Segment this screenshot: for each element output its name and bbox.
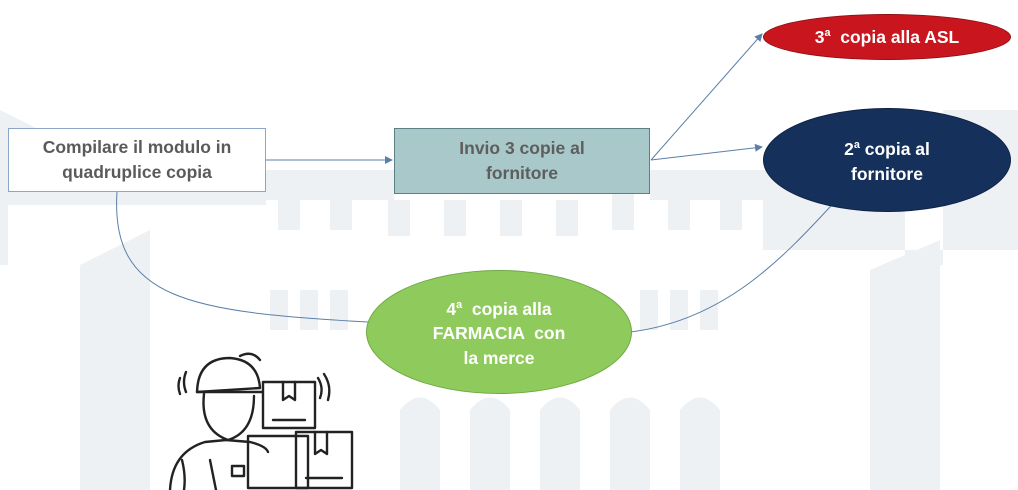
fornitore-number: 2 <box>844 138 854 159</box>
fornitore-sup: a <box>853 139 860 152</box>
compile-line2: quadruplice copia <box>62 162 212 182</box>
compile-line1: Compilare il modulo in <box>42 137 232 157</box>
arrow-invio-to-asl <box>650 33 763 161</box>
farmacia-line2: FARMACIA con <box>432 323 566 344</box>
farmacia-sup: a <box>456 298 463 311</box>
fornitore-line1: copia al <box>859 138 930 159</box>
curve-compile-to-farmacia <box>116 191 369 323</box>
invio-line1: Invio 3 copie al <box>459 138 585 158</box>
farmacia-line1: copia alla <box>462 298 552 319</box>
farmacia-number: 4 <box>446 298 457 319</box>
asl-copy-ellipse: 3a copia alla ASL <box>763 14 1011 60</box>
asl-text: copia alla ASL <box>830 26 960 47</box>
compile-form-box: Compilare il modulo in quadruplice copia <box>8 128 266 192</box>
arrow-invio-to-fornitore <box>650 143 763 161</box>
send-copies-box: Invio 3 copie al fornitore <box>394 128 650 194</box>
asl-sup: a <box>824 26 831 39</box>
farmacia-line3: la merce <box>463 348 535 369</box>
fornitore-line2: fornitore <box>851 163 923 184</box>
supplier-copy-ellipse: 2a copia al fornitore <box>763 108 1011 212</box>
curve-farmacia-to-fornitore <box>629 193 843 333</box>
invio-line2: fornitore <box>486 163 558 183</box>
asl-number: 3 <box>814 26 825 47</box>
